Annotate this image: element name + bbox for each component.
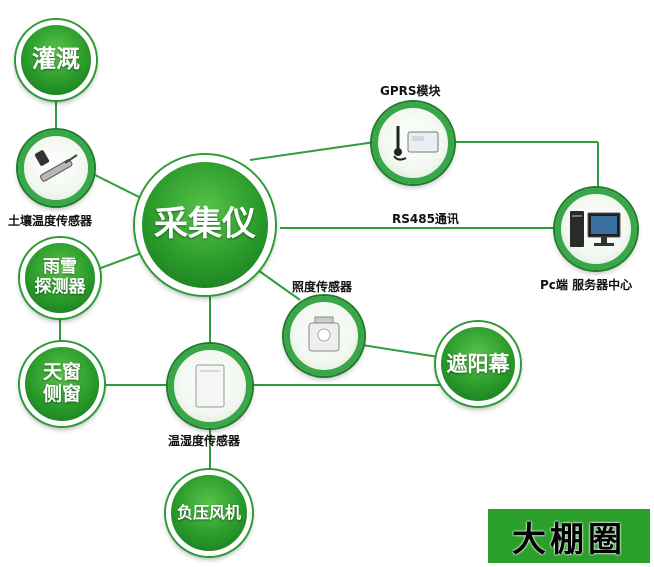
node-fan-label: 负压风机 [176, 502, 241, 522]
node-irrigation: 灌溉 [16, 20, 96, 100]
node-soil-sensor [18, 130, 94, 206]
edge-center-light [254, 267, 301, 301]
temp-humidity-sensor-icon [195, 364, 225, 408]
node-shade: 遮阳幕 [436, 322, 520, 406]
node-rain-snow: 雨雪 探测器 [20, 238, 100, 318]
computer-server-icon [570, 211, 621, 247]
light-sensor-label: 照度传感器 [292, 280, 353, 294]
node-shade-label: 遮阳幕 [446, 351, 510, 376]
pc-server-label: Pc端 服务器中心 [540, 278, 633, 292]
node-irrigation-label: 灌溉 [32, 45, 80, 74]
soil-sensor-label: 土壤温度传感器 [8, 214, 93, 228]
soil-sensor-icon [34, 150, 78, 182]
gprs-label: GPRS模块 [380, 84, 441, 98]
node-pc-server [555, 188, 637, 270]
rs485-label: RS485通讯 [392, 212, 459, 226]
edge-center-gprs [249, 141, 376, 161]
watermark-logo: 大棚圈 [488, 509, 650, 563]
node-rain-snow-label: 雨雪 探测器 [34, 257, 86, 297]
watermark-text: 大棚圈 [512, 519, 626, 560]
edge-light-shade [361, 344, 446, 359]
light-sensor-icon [308, 316, 340, 352]
node-skylight-label: 天窗 侧窗 [42, 361, 81, 405]
node-skylight: 天窗 侧窗 [20, 342, 104, 426]
temp-humidity-label: 温湿度传感器 [168, 434, 241, 448]
node-fan: 负压风机 [166, 470, 252, 556]
node-gprs [372, 102, 454, 184]
node-light-sensor [284, 296, 364, 376]
gprs-module-icon [393, 126, 439, 161]
node-temp-humidity [168, 344, 252, 428]
node-center: 采集仪 [135, 155, 275, 295]
node-center-label: 采集仪 [154, 204, 256, 245]
